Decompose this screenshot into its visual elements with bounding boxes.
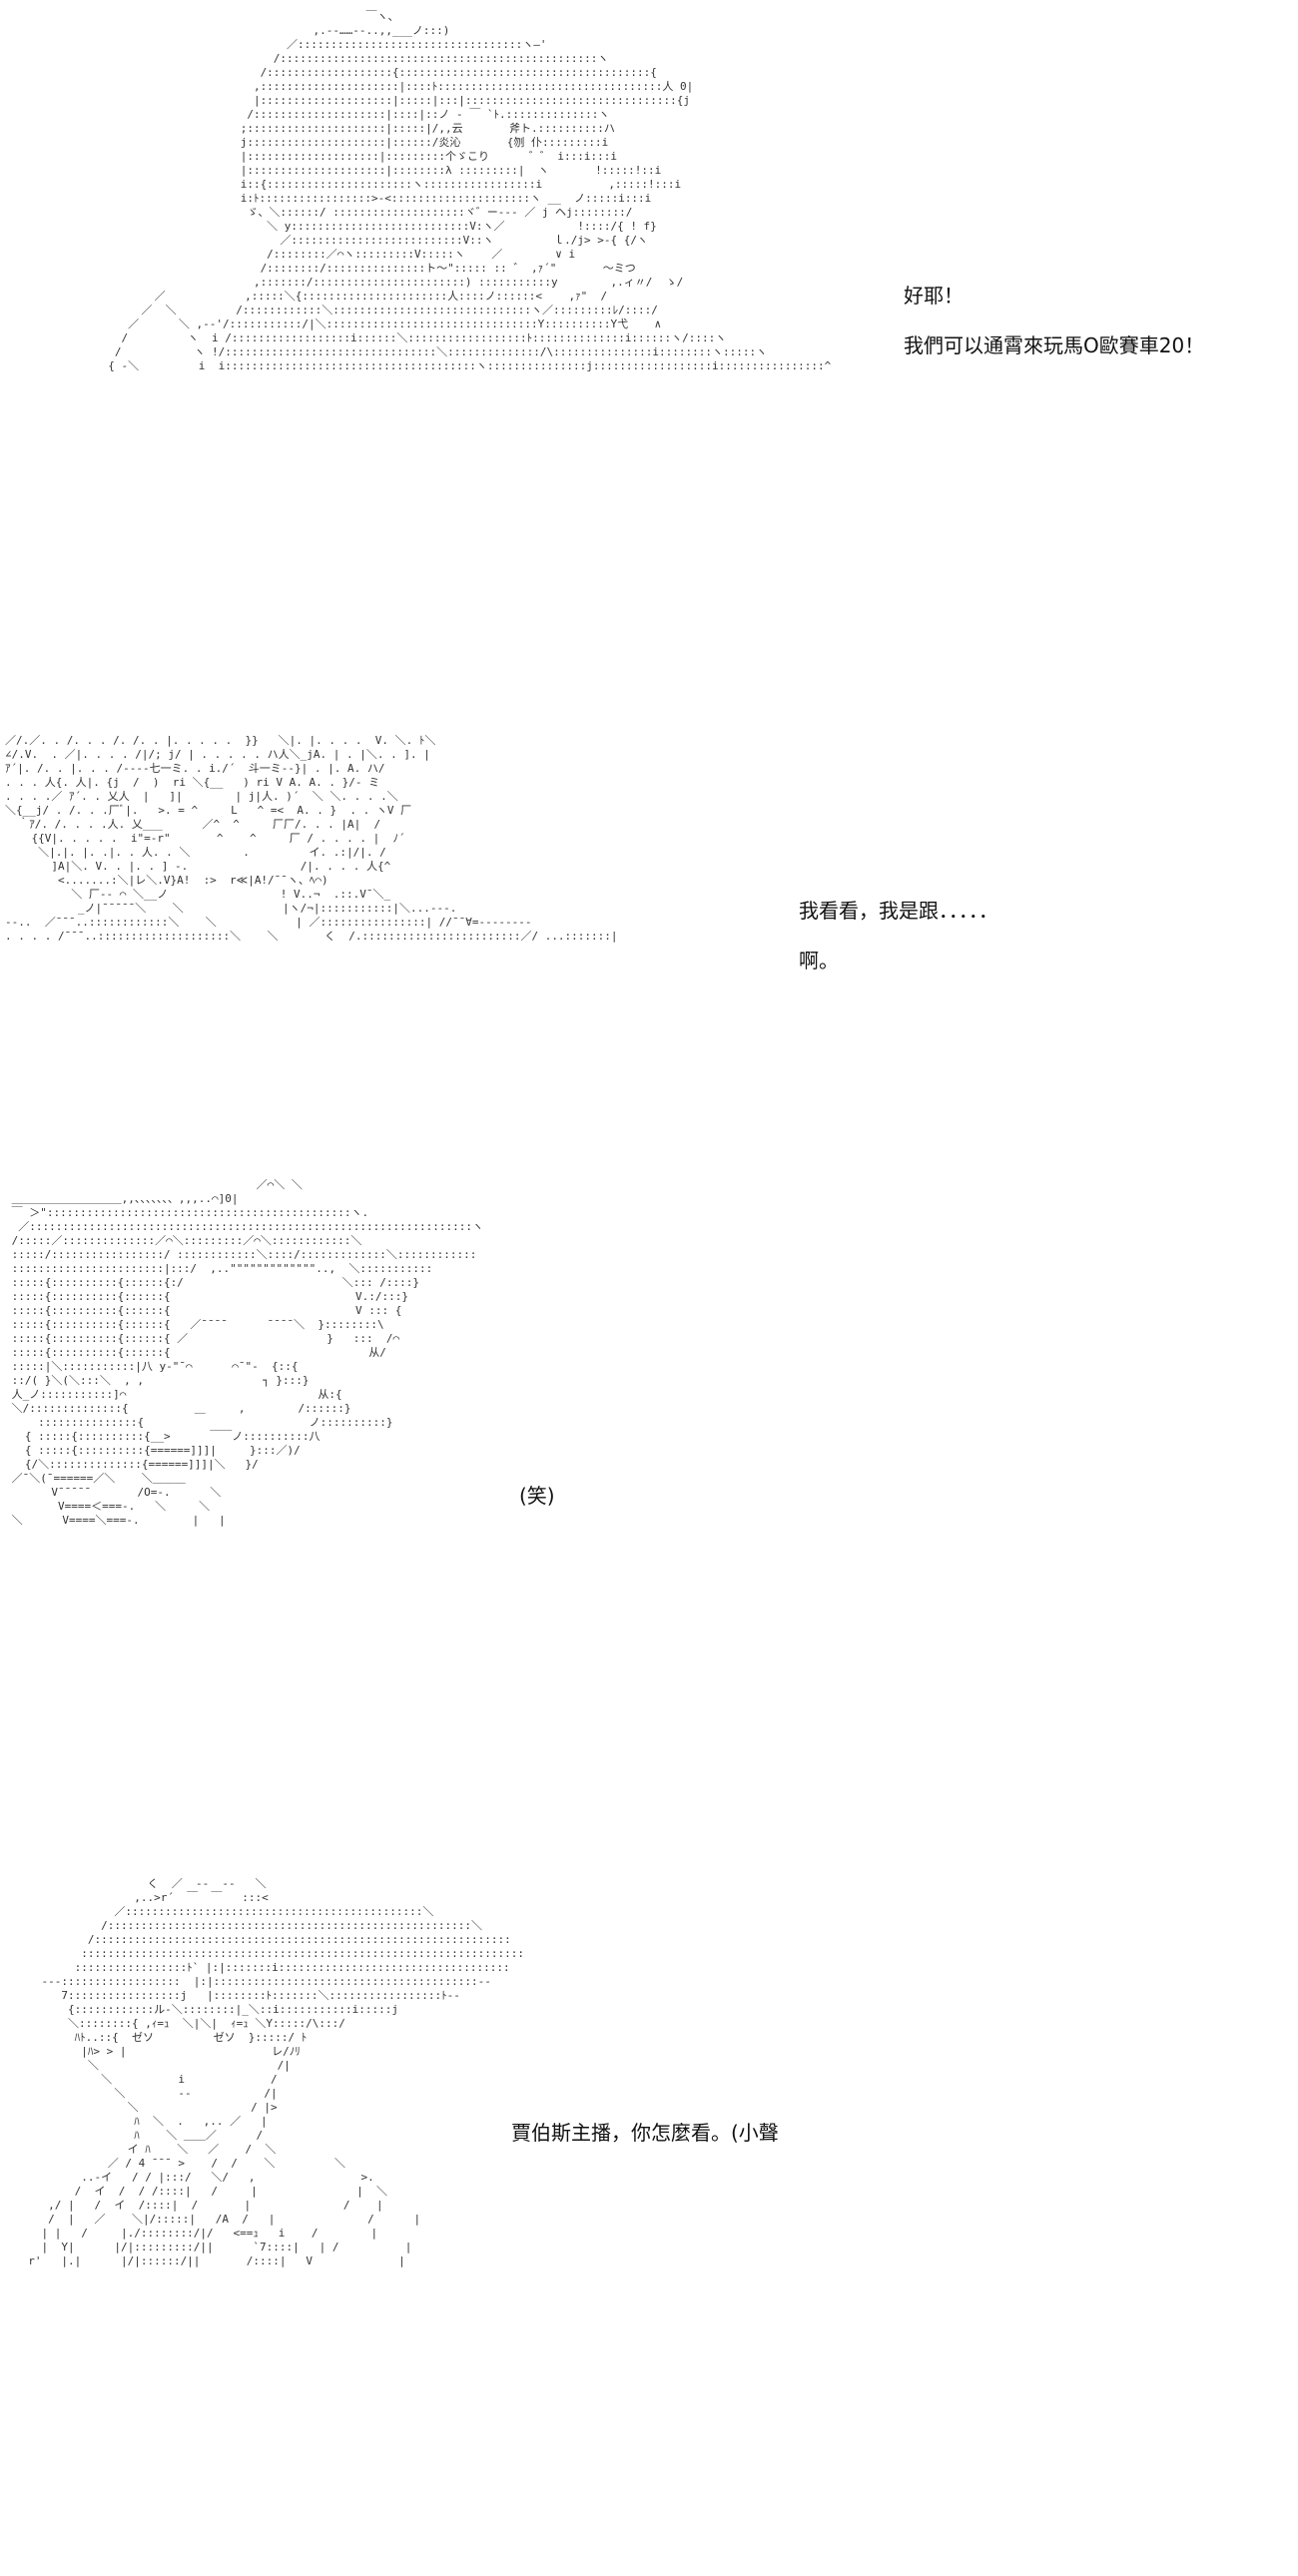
dialogue-line: (笑): [519, 1484, 555, 1508]
ascii-art-character-laughing: ／⌒＼ ＼ ＿＿＿＿＿＿＿＿＿＿,,、、、、、、、,,,..⌒]0| ￣ ＞":…: [11, 1178, 483, 1527]
panel-2: ／/.／. . /. . . /. /. . |. . . . . }} ＼|.…: [0, 699, 1298, 1148]
ascii-art-character-surprised: ／/.／. . /. . . /. /. . |. . . . . }} ＼|.…: [5, 734, 618, 943]
panel-1: ￣ヽ、 ,.-‐……‐-..,,___ノ:::) ／::::::::::::::…: [0, 0, 1298, 699]
ascii-art-character-cheering: ￣ヽ、 ,.-‐……‐-..,,___ノ:::) ／::::::::::::::…: [108, 10, 832, 372]
dialogue-line: 我看看，我是跟．．．．．: [799, 899, 998, 923]
dialogue-line: 賈伯斯主播，你怎麼看。(小聲: [511, 2121, 779, 2145]
dialogue-line: 好耶！: [904, 284, 964, 308]
dialogue-line: 啊。: [799, 949, 839, 972]
panel-3: ／⌒＼ ＼ ＿＿＿＿＿＿＿＿＿＿,,、、、、、、、,,,..⌒]0| ￣ ＞":…: [0, 1148, 1298, 1847]
ascii-art-character-whispering: く ／ ‐‐ ‐‐ ＼ ,..>r´ ￣ ￣ :::< ／:::::::::::…: [28, 1877, 524, 2267]
dialogue-line: 我們可以通霄來玩馬O歐賽車20！: [904, 333, 1205, 357]
panel-4: く ／ ‐‐ ‐‐ ＼ ,..>r´ ￣ ￣ :::< ／:::::::::::…: [0, 1847, 1298, 2576]
